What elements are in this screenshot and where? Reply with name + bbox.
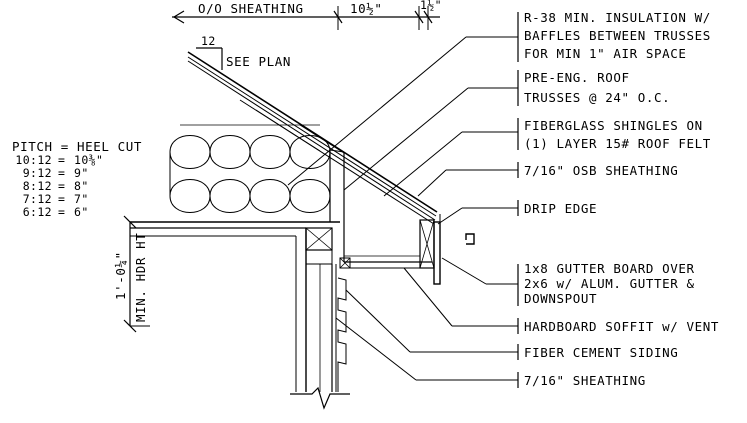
svg-text:9:12: 9:12 bbox=[23, 166, 52, 180]
slope-marker bbox=[196, 47, 223, 70]
svg-text:7/16" SHEATHING: 7/16" SHEATHING bbox=[524, 373, 646, 388]
pitch-table-header: PITCH = HEEL CUT bbox=[12, 139, 142, 154]
slope-run-label: 12 bbox=[201, 34, 216, 48]
top-dimension-line bbox=[172, 6, 440, 30]
break-line bbox=[290, 386, 350, 410]
pitch-row: 9:12 = 9" bbox=[23, 166, 89, 180]
pitch-row: 7:12 = 7" bbox=[23, 192, 89, 206]
callout-wall-sheathing: 7/16" SHEATHING bbox=[524, 373, 646, 388]
svg-text:FOR MIN 1" AIR SPACE: FOR MIN 1" AIR SPACE bbox=[524, 46, 687, 61]
svg-text:=: = bbox=[58, 153, 65, 167]
svg-text:7": 7" bbox=[74, 192, 89, 206]
header-height-label: MIN. HDR HT bbox=[133, 233, 148, 322]
callout-shingles: FIBERGLASS SHINGLES ON (1) LAYER 15# ROO… bbox=[524, 118, 711, 151]
svg-text:TRUSSES @ 24" O.C.: TRUSSES @ 24" O.C. bbox=[524, 90, 670, 105]
soffit bbox=[344, 255, 432, 269]
header-height-dimension: 1'-0¼" MIN. HDR HT bbox=[113, 215, 150, 333]
callout-drip-edge: DRIP EDGE bbox=[524, 201, 597, 216]
svg-text:2x6 w/ ALUM. GUTTER &: 2x6 w/ ALUM. GUTTER & bbox=[524, 276, 695, 291]
callout-insulation: R-38 MIN. INSULATION W/ BAFFLES BETWEEN … bbox=[524, 10, 711, 61]
svg-text:=: = bbox=[58, 192, 65, 206]
svg-text:6": 6" bbox=[74, 205, 89, 219]
svg-text:FIBER CEMENT SIDING: FIBER CEMENT SIDING bbox=[524, 345, 678, 360]
callout-gutter-board: 1x8 GUTTER BOARD OVER 2x6 w/ ALUM. GUTTE… bbox=[524, 261, 695, 306]
callout-osb-sheathing: 7/16" OSB SHEATHING bbox=[524, 163, 678, 178]
svg-text:HARDBOARD SOFFIT w/ VENT: HARDBOARD SOFFIT w/ VENT bbox=[524, 319, 719, 334]
pitch-table: PITCH = HEEL CUT 10:12 = 10⅜" 9:12 = 9" … bbox=[12, 139, 142, 219]
truss-bottom-chord bbox=[130, 149, 345, 262]
callout-soffit: HARDBOARD SOFFIT w/ VENT bbox=[524, 319, 719, 334]
batt-insulation bbox=[169, 135, 331, 213]
svg-text:=: = bbox=[58, 166, 65, 180]
svg-text:BAFFLES BETWEEN TRUSSES: BAFFLES BETWEEN TRUSSES bbox=[524, 28, 711, 43]
svg-text:FIBERGLASS SHINGLES ON: FIBERGLASS SHINGLES ON bbox=[524, 118, 703, 133]
overhang-dimension: 10½" bbox=[350, 1, 383, 16]
svg-text:10:12: 10:12 bbox=[15, 153, 52, 167]
svg-text:8": 8" bbox=[74, 179, 89, 193]
svg-text:9": 9" bbox=[74, 166, 89, 180]
fascia-dimension: 1½" bbox=[420, 0, 442, 12]
see-plan-label: SEE PLAN bbox=[226, 54, 291, 69]
pitch-row: 10:12 = 10⅜" bbox=[15, 153, 103, 167]
svg-text:PRE-ENG. ROOF: PRE-ENG. ROOF bbox=[524, 70, 630, 85]
svg-text:8:12: 8:12 bbox=[23, 179, 52, 193]
svg-text:7/16" OSB SHEATHING: 7/16" OSB SHEATHING bbox=[524, 163, 678, 178]
svg-text:DRIP EDGE: DRIP EDGE bbox=[524, 201, 597, 216]
roof-assembly bbox=[180, 51, 438, 225]
callout-leaders bbox=[287, 12, 519, 388]
fascia-gutter bbox=[419, 214, 475, 285]
callout-trusses: PRE-ENG. ROOF TRUSSES @ 24" O.C. bbox=[524, 70, 670, 105]
svg-text:(1) LAYER 15# ROOF FELT: (1) LAYER 15# ROOF FELT bbox=[524, 136, 711, 151]
svg-text:DOWNSPOUT: DOWNSPOUT bbox=[524, 291, 597, 306]
pitch-row: 6:12 = 6" bbox=[23, 205, 89, 219]
callout-siding: FIBER CEMENT SIDING bbox=[524, 345, 678, 360]
svg-text:6:12: 6:12 bbox=[23, 205, 52, 219]
svg-text:=: = bbox=[58, 205, 65, 219]
svg-text:10⅜": 10⅜" bbox=[74, 153, 103, 167]
oo-sheathing-dimension: O/O SHEATHING bbox=[198, 1, 304, 16]
fiber-cement-siding bbox=[337, 277, 347, 392]
svg-text:=: = bbox=[58, 179, 65, 193]
pitch-row: 8:12 = 8" bbox=[23, 179, 89, 193]
wall-framing bbox=[130, 227, 351, 392]
svg-text:1x8 GUTTER BOARD OVER: 1x8 GUTTER BOARD OVER bbox=[524, 261, 695, 276]
svg-text:7:12: 7:12 bbox=[23, 192, 52, 206]
svg-text:R-38 MIN. INSULATION W/: R-38 MIN. INSULATION W/ bbox=[524, 10, 711, 25]
header-height-value: 1'-0¼" bbox=[113, 251, 128, 300]
